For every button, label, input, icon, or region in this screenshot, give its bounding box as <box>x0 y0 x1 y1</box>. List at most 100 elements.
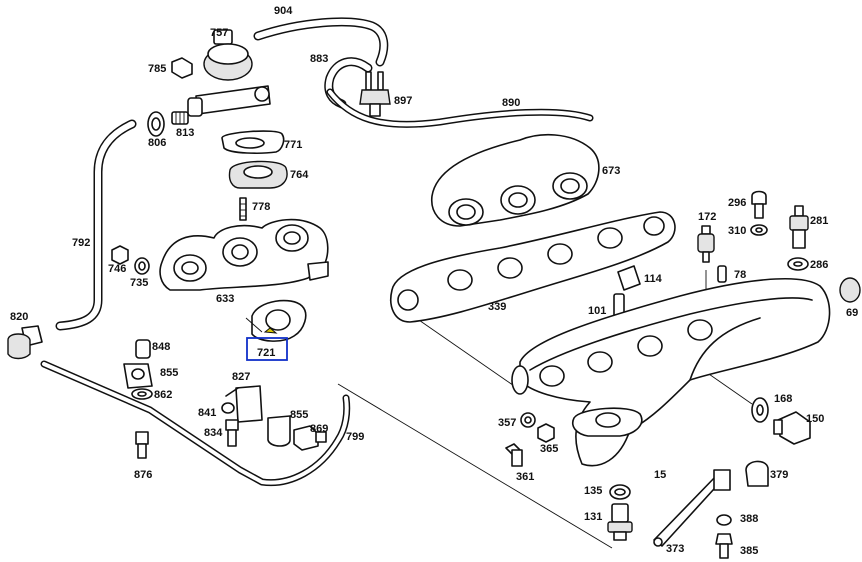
bracket-827 <box>225 385 263 423</box>
washer-286 <box>787 257 809 271</box>
bolt-834 <box>225 419 239 447</box>
grommet-848 <box>135 339 151 359</box>
callout-69: 69 <box>846 307 858 319</box>
callout-114: 114 <box>644 273 663 285</box>
manifold-673 <box>431 133 600 227</box>
callout-172: 172 <box>698 211 716 223</box>
egr-valve-757 <box>187 29 271 117</box>
ring-135 <box>609 484 631 500</box>
callout-379: 379 <box>770 469 788 481</box>
stud-778 <box>239 197 247 221</box>
hose-792 <box>55 119 137 331</box>
sensor-172 <box>697 225 715 263</box>
callout-813: 813 <box>176 127 194 139</box>
washer-388 <box>716 514 732 526</box>
callout-897: 897 <box>394 95 412 107</box>
callout-848: 848 <box>152 341 170 353</box>
nut-806 <box>147 111 165 137</box>
washer-168 <box>751 397 769 423</box>
callout-827: 827 <box>232 371 250 383</box>
fitting-813 <box>171 111 189 125</box>
callout-296: 296 <box>728 197 746 209</box>
plug-78 <box>717 265 727 283</box>
exhaust-manifold-633 <box>159 218 329 291</box>
callout-834: 834 <box>204 427 223 439</box>
callout-778: 778 <box>252 201 270 213</box>
washer-310 <box>750 224 768 236</box>
clip-855b <box>267 415 291 447</box>
washer-357 <box>520 412 536 428</box>
callout-735: 735 <box>130 277 148 289</box>
callout-855: 855 <box>160 367 178 379</box>
callout-388: 388 <box>740 513 758 525</box>
flange-764 <box>228 160 288 189</box>
plug-131 <box>607 503 633 541</box>
bracket-373 <box>653 469 731 547</box>
callout-792: 792 <box>72 237 90 249</box>
callout-310: 310 <box>728 225 746 237</box>
callout-869: 869 <box>310 423 328 435</box>
washer-841 <box>221 402 235 414</box>
callout-771: 771 <box>284 139 302 151</box>
nut-365 <box>537 423 555 443</box>
sleeve-114 <box>617 265 641 291</box>
bolt-385 <box>715 533 733 559</box>
callout-799: 799 <box>346 431 364 443</box>
line-890 <box>326 88 594 128</box>
clip-855 <box>123 363 153 389</box>
callout-673: 673 <box>602 165 620 177</box>
callout-876: 876 <box>134 469 152 481</box>
callout-764: 764 <box>290 169 309 181</box>
callout-721: 721 <box>257 347 275 359</box>
callout-339: 339 <box>488 301 506 313</box>
callout-757: 757 <box>210 27 228 39</box>
callout-131: 131 <box>584 511 602 523</box>
callout-785: 785 <box>148 63 166 75</box>
callout-883: 883 <box>310 53 328 65</box>
switch-897 <box>359 71 391 117</box>
callout-633: 633 <box>216 293 234 305</box>
callout-841: 841 <box>198 407 216 419</box>
washer-735 <box>134 257 150 275</box>
intake-manifold-15 <box>511 278 831 467</box>
bolt-296 <box>751 190 767 219</box>
gasket-771 <box>221 130 285 154</box>
bolt-361 <box>505 443 523 467</box>
callout-labels: 904 757 785 883 897 890 806 813 771 764 … <box>10 5 858 557</box>
callout-281: 281 <box>810 215 828 227</box>
valve-281 <box>789 205 809 249</box>
callout-135: 135 <box>584 485 602 497</box>
callout-904: 904 <box>274 5 293 17</box>
clamp-379 <box>745 460 769 487</box>
callout-286: 286 <box>810 259 828 271</box>
highlight-box-721 <box>246 337 288 361</box>
callout-15: 15 <box>654 469 666 481</box>
callout-361: 361 <box>516 471 534 483</box>
callout-365: 365 <box>540 443 558 455</box>
callout-150: 150 <box>806 413 824 425</box>
callout-820: 820 <box>10 311 28 323</box>
gasket-339 <box>390 211 676 323</box>
washer-862 <box>131 388 153 400</box>
fitting-869 <box>293 425 327 451</box>
callout-385: 385 <box>740 545 758 557</box>
hose-904 <box>253 17 389 67</box>
nut-746 <box>111 245 129 265</box>
callout-890: 890 <box>502 97 520 109</box>
elbow-820 <box>7 325 43 360</box>
callout-357: 357 <box>498 417 516 429</box>
union-150 <box>773 411 811 445</box>
callout-806: 806 <box>148 137 166 149</box>
callout-101: 101 <box>588 305 606 317</box>
callout-168: 168 <box>774 393 792 405</box>
callout-373: 373 <box>666 543 684 555</box>
line-799 <box>40 360 351 487</box>
bolt-876 <box>135 431 149 459</box>
cap-69 <box>839 277 861 303</box>
nut-785 <box>171 57 193 79</box>
gasket-721 <box>251 299 307 342</box>
callout-862: 862 <box>154 389 172 401</box>
callout-746: 746 <box>108 263 126 275</box>
callout-78: 78 <box>734 269 746 281</box>
